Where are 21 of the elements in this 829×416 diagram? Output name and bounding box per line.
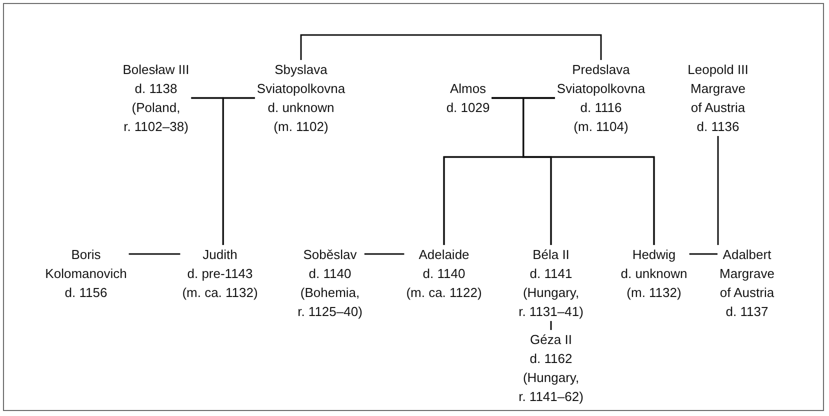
name-text: Sbyslava Sviatopolkovna d. unknown (m. 1102) [256,60,346,136]
name-text: Boris Kolomanovich d. 1156 [45,245,127,302]
name-text: Predslava Sviatopolkovna d. 1116 (m. 1104) [556,60,646,136]
connector-line [364,253,404,255]
connector-line [222,97,255,245]
name-text: Géza II d. 1162 (Hungary, r. 1141–62) [518,330,584,406]
name-text: Judith d. pre-1143 (m. ca. 1132) [182,245,258,302]
name-text: Hedwig d. unknown (m. 1132) [620,245,688,302]
name-text: Almos d. 1029 [446,79,490,117]
name-text: Adelaide d. 1140 (m. ca. 1122) [406,245,482,302]
connector-line [717,136,719,245]
name-text: Béla II d. 1141 (Hungary, r. 1131–41) [518,245,584,321]
connector-line [550,321,552,330]
name-text: Leopold III Margrave of Austria d. 1136 [688,60,748,136]
connector-line [689,253,718,255]
name-text: Soběslav d. 1140 (Bohemia, r. 1125–40) [298,245,362,321]
name-text: Bolesław III d. 1138 (Poland, r. 1102–38) [122,60,190,136]
connector-line [128,253,180,255]
connector-line [300,34,602,60]
name-text: Adalbert Margrave of Austria d. 1137 [720,245,774,321]
connector-line [522,97,655,245]
